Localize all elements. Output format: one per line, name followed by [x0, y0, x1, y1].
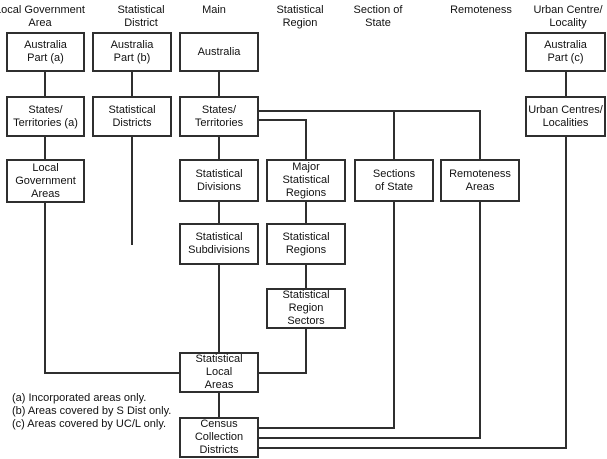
connector-line: [218, 72, 220, 96]
connector-line: [305, 265, 307, 288]
connector-line: [218, 137, 220, 159]
connector-line: [131, 72, 133, 96]
box-urban-centres-localities: Urban Centres/ Localities: [525, 96, 606, 137]
box-states-territories-a: States/ Territories (a): [6, 96, 85, 137]
box-australia-part-c: Australia Part (c): [525, 32, 606, 72]
connector-line: [218, 265, 220, 352]
connector-line: [305, 202, 307, 223]
column-header-statistical-region: Statistical Region: [276, 4, 324, 29]
connector-line: [131, 137, 133, 245]
footnotes: (a) Incorporated areas only. (b) Areas c…: [12, 392, 171, 431]
connector-line: [393, 110, 395, 159]
footnote-a: (a) Incorporated areas only.: [12, 392, 147, 404]
box-local-government-areas: Local Government Areas: [6, 159, 85, 203]
box-statistical-region-sectors: Statistical Region Sectors: [266, 288, 346, 329]
footnote-c: (c) Areas covered by UC/L only.: [12, 418, 167, 430]
connector-line: [257, 437, 481, 439]
box-remoteness-areas: Remoteness Areas: [440, 159, 520, 202]
box-statistical-regions: Statistical Regions: [266, 223, 346, 265]
connector-line: [257, 427, 395, 429]
connector-line: [257, 372, 307, 374]
column-header-remoteness: Remoteness: [450, 4, 512, 16]
box-australia-part-b: Australia Part (b): [92, 32, 172, 72]
box-major-statistical-regions: Major Statistical Regions: [266, 159, 346, 202]
column-header-local-government-area: Local Government Area: [0, 4, 85, 29]
box-statistical-districts: Statistical Districts: [92, 96, 172, 137]
box-sections-of-state: Sections of State: [354, 159, 434, 202]
column-header-urban-centre-locality: Urban Centre/ Locality: [533, 4, 603, 29]
column-header-main: Main: [202, 4, 226, 16]
box-statistical-divisions: Statistical Divisions: [179, 159, 259, 202]
connector-line: [565, 137, 567, 449]
connector-line: [44, 72, 46, 96]
column-header-section-of-state: Section of State: [353, 4, 403, 29]
connector-line: [479, 202, 481, 439]
connector-line: [565, 72, 567, 96]
box-statistical-subdivisions: Statistical Subdivisions: [179, 223, 259, 265]
connector-line: [393, 202, 395, 429]
connector-line: [44, 137, 46, 159]
connector-line: [44, 372, 180, 374]
connector-line: [257, 110, 481, 112]
footnote-b: (b) Areas covered by S Dist only.: [12, 405, 172, 417]
column-header-statistical-district: Statistical District: [117, 4, 165, 29]
connector-line: [479, 110, 481, 159]
connector-line: [257, 119, 307, 121]
connector-line: [305, 119, 307, 159]
connector-line: [218, 202, 220, 223]
connector-line: [218, 393, 220, 417]
connector-line: [257, 447, 567, 449]
box-states-territories: States/ Territories: [179, 96, 259, 137]
box-australia-part-a: Australia Part (a): [6, 32, 85, 72]
connector-line: [305, 329, 307, 374]
box-statistical-local-areas: Statistical Local Areas: [179, 352, 259, 393]
box-australia: Australia: [179, 32, 259, 72]
connector-line: [44, 203, 46, 374]
box-census-collection-districts: Census Collection Districts: [179, 417, 259, 458]
